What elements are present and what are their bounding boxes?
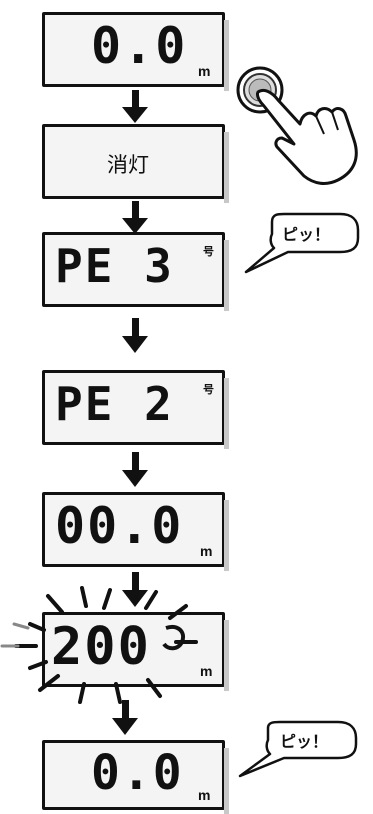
display-label-2: 消灯	[107, 153, 149, 177]
display-unit-3: 号	[203, 245, 214, 258]
lcd-display-1: 0.0 m	[42, 12, 229, 91]
display-value-1: 0.0	[91, 17, 188, 75]
display-value-7: 0.0	[91, 745, 184, 801]
arrow-down-icon	[122, 90, 148, 123]
speech-bubble-1: ピッ！	[244, 212, 360, 274]
display-value-3: PE 3	[55, 239, 174, 293]
hand-pressing-button-icon	[236, 66, 358, 185]
display-unit-1: m	[198, 63, 211, 79]
arrow-down-icon	[122, 318, 148, 353]
display-value-5: 00.0	[55, 497, 184, 555]
lcd-display-4: PE 2 号	[42, 370, 229, 449]
display-value-4: PE 2	[55, 377, 174, 431]
arrow-down-icon	[122, 452, 148, 487]
lcd-display-5: 00.0 m	[42, 492, 229, 571]
beep-text-1: ピッ！	[282, 225, 330, 244]
beep-text-2: ピッ！	[280, 732, 328, 751]
display-unit-6: m	[200, 663, 213, 679]
display-unit-7: m	[198, 787, 211, 803]
speech-bubble-2: ピッ！	[238, 720, 358, 778]
arrow-down-icon	[112, 700, 138, 735]
arrow-down-icon	[122, 572, 148, 607]
lcd-display-2: 消灯	[42, 124, 229, 203]
display-unit-5: m	[200, 543, 213, 559]
lcd-display-3: PE 3 号	[42, 232, 229, 311]
lcd-display-7: 0.0 m	[42, 740, 229, 814]
arrow-down-icon	[122, 201, 148, 234]
display-value-6: 200	[51, 617, 151, 677]
display-unit-4: 号	[203, 383, 214, 396]
lcd-display-6: 200 m	[42, 612, 229, 691]
blinking-rays-icon	[0, 586, 198, 704]
